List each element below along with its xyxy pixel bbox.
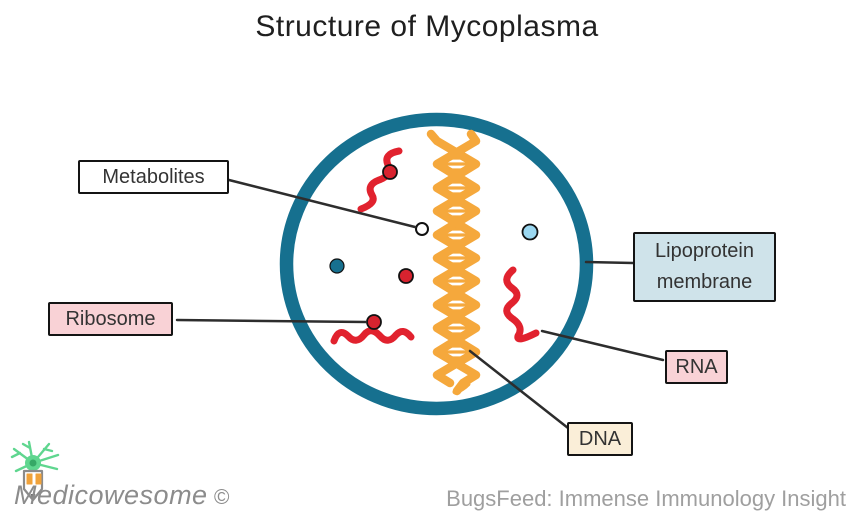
- label-lipoprotein-membrane: Lipoprotein membrane: [633, 232, 776, 302]
- dna-strand: [432, 129, 481, 396]
- label-dna: DNA: [567, 422, 633, 456]
- dna-strand: [426, 129, 481, 388]
- lipoprotein-pointer-line: [584, 260, 635, 265]
- label-ribosome: Ribosome: [48, 302, 173, 336]
- dna-helix: [426, 129, 481, 396]
- rna-strand: [503, 266, 540, 343]
- leader-lines: [175, 178, 665, 430]
- medicowesome-logo-icon: [10, 440, 60, 502]
- copyright-symbol: ©: [213, 486, 230, 509]
- label-rna: RNA: [665, 350, 728, 384]
- brand-wordmark: Medicowesome©: [14, 480, 230, 511]
- dna-pointer-line: [468, 349, 570, 430]
- rna-strand: [357, 147, 403, 213]
- metabolite-dot-teal: [329, 258, 345, 274]
- ribosome-dot: [366, 314, 382, 330]
- rna-strands: [330, 147, 540, 345]
- dna-rungs: [442, 156, 471, 360]
- ribosome-dot: [398, 268, 414, 284]
- pencil-book-icon: [22, 469, 44, 502]
- brand-name: Medicowesome: [14, 480, 208, 510]
- dna-strand-tail: [452, 381, 471, 395]
- rna-strand: [330, 327, 415, 345]
- ribosome-pointer-line: [175, 318, 368, 324]
- neuron-nucleus: [29, 459, 37, 467]
- rna-pointer-line: [540, 329, 665, 362]
- label-metabolites: Metabolites: [78, 160, 229, 194]
- metabolite-dot-blue: [521, 223, 539, 241]
- ribosome-dot: [382, 164, 398, 180]
- page-title: Structure of Mycoplasma: [255, 10, 599, 43]
- credit-text: BugsFeed: Immense Immunology Insight: [446, 486, 846, 511]
- metabolites-pointer-line: [227, 178, 417, 229]
- metabolite-dot-white: [415, 222, 429, 236]
